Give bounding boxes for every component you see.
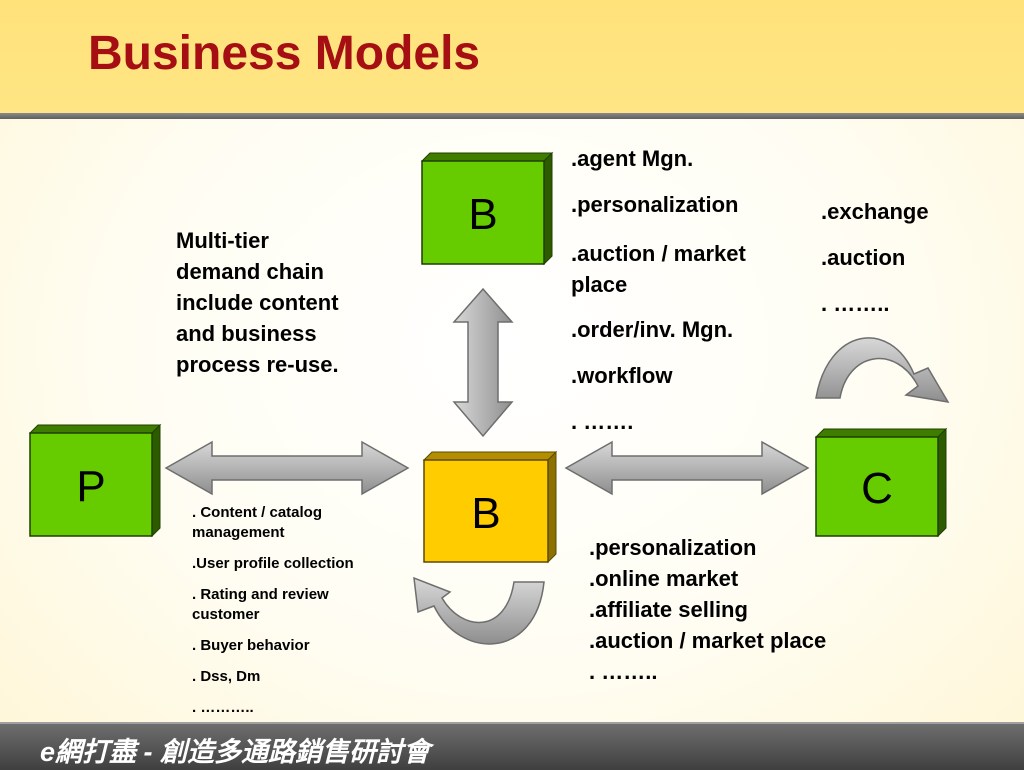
c2c-feature-list: .exchange .auction . …….. <box>821 199 929 337</box>
list-item: process re-use. <box>176 352 339 377</box>
page-title: Business Models <box>88 27 481 80</box>
b-center-node: B <box>422 450 558 564</box>
b2b-feature-list: .agent Mgn. .personalization .auction / ma… <box>571 146 801 455</box>
demand-chain-note: Multi-tier demand chain include content and… <box>176 225 339 380</box>
list-item: . …….. <box>821 291 890 316</box>
list-item: Multi-tier <box>176 228 269 253</box>
b-c-double-arrow <box>564 440 810 496</box>
footer-text: e網打盡 - 創造多通路銷售研討會 <box>40 737 431 767</box>
p2b-feature-list: . Content / catalog management .User prof… <box>192 503 362 729</box>
b-center-label: B <box>471 489 500 538</box>
list-item: . Content / catalog management <box>192 504 323 541</box>
list-item: . Dss, Dm <box>192 668 261 685</box>
b2c-feature-list: .personalization .online market .affiliate… <box>589 532 826 687</box>
header-divider <box>0 113 1024 119</box>
list-item: .personalization <box>589 535 757 560</box>
b-b-double-arrow <box>452 287 514 438</box>
b-top-node: B <box>420 151 554 266</box>
p-b-double-arrow <box>164 440 410 496</box>
list-item: . ……. <box>571 409 634 434</box>
b-top-label: B <box>468 190 497 239</box>
list-item: demand chain <box>176 259 324 284</box>
list-item: . Buyer behavior <box>192 637 310 654</box>
list-item: . ……….. <box>192 699 254 716</box>
list-item: .agent Mgn. <box>571 146 694 171</box>
header-band <box>0 0 1024 113</box>
b-self-curved-arrow <box>413 576 545 645</box>
list-item: .auction / market place <box>571 241 746 297</box>
c-c-curved-arrow <box>815 337 950 404</box>
list-item: .exchange <box>821 199 929 224</box>
p-node: P <box>28 423 162 538</box>
list-item: .online market <box>589 566 739 591</box>
c-node: C <box>814 427 948 538</box>
list-item: . …….. <box>589 659 658 684</box>
list-item: include content <box>176 290 339 315</box>
p-label: P <box>76 462 105 511</box>
list-item: .affiliate selling <box>589 597 748 622</box>
list-item: . Rating and review customer <box>192 586 329 623</box>
c-label: C <box>861 464 893 513</box>
list-item: .auction <box>821 245 906 270</box>
list-item: .auction / market place <box>589 628 827 653</box>
list-item: .User profile collection <box>192 555 354 572</box>
list-item: and business <box>176 321 317 346</box>
list-item: .order/inv. Mgn. <box>571 317 734 342</box>
list-item: .workflow <box>571 363 673 388</box>
footer-bar: e網打盡 - 創造多通路銷售研討會 <box>0 722 1024 770</box>
list-item: .personalization <box>571 192 739 217</box>
